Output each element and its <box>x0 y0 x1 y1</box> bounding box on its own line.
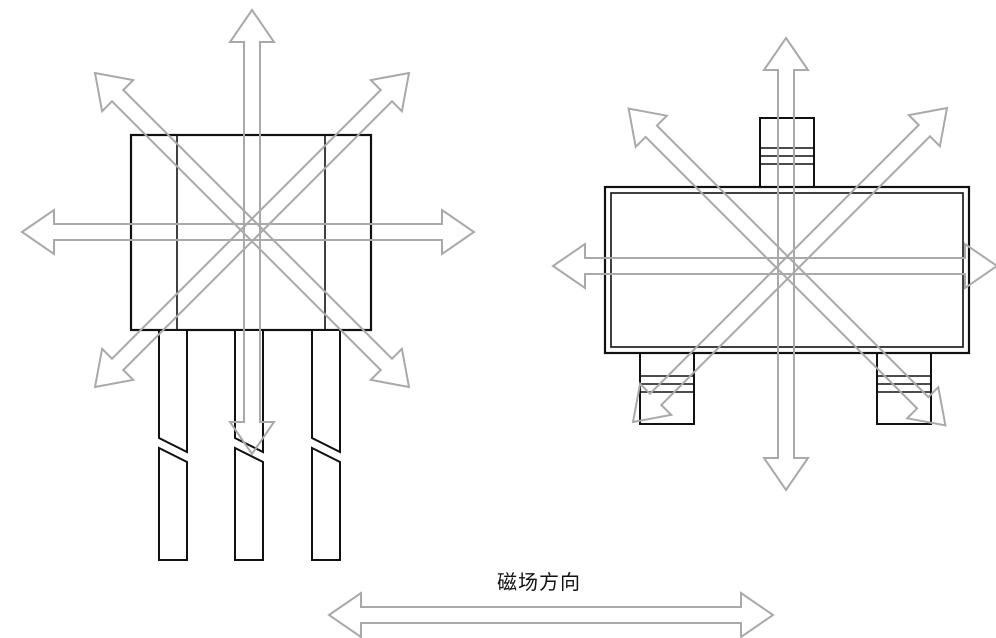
to92-package <box>129 133 373 561</box>
sot23-arrow-diagonal-up <box>631 106 949 424</box>
sot23-pin-bottom-left <box>639 351 695 425</box>
to92-arrow-diagonal-up <box>93 71 411 389</box>
to92-arrow-vertical <box>228 8 276 456</box>
sot23-package <box>603 117 971 425</box>
sot23-pin-top <box>759 117 815 189</box>
magnetic-field-direction-label: 磁场方向 <box>497 570 581 594</box>
to92-lead-1 <box>158 329 188 561</box>
sot23-arrow-horizontal <box>551 242 996 290</box>
sot23-arrow-vertical <box>762 36 810 492</box>
to92-arrow-horizontal <box>20 208 476 256</box>
field-direction-legend-arrow <box>327 591 775 638</box>
to92-arrow-diagonal-down <box>93 71 411 389</box>
sot23-arrow-diagonal-down <box>627 107 947 427</box>
sot23-pin-bottom-right <box>876 351 932 425</box>
magnetic-field-arrows <box>20 8 996 638</box>
to92-lead-3 <box>311 329 341 561</box>
sot23-body <box>603 185 971 355</box>
sot23-body-inner <box>610 192 964 348</box>
to92-lead-2 <box>234 329 264 561</box>
